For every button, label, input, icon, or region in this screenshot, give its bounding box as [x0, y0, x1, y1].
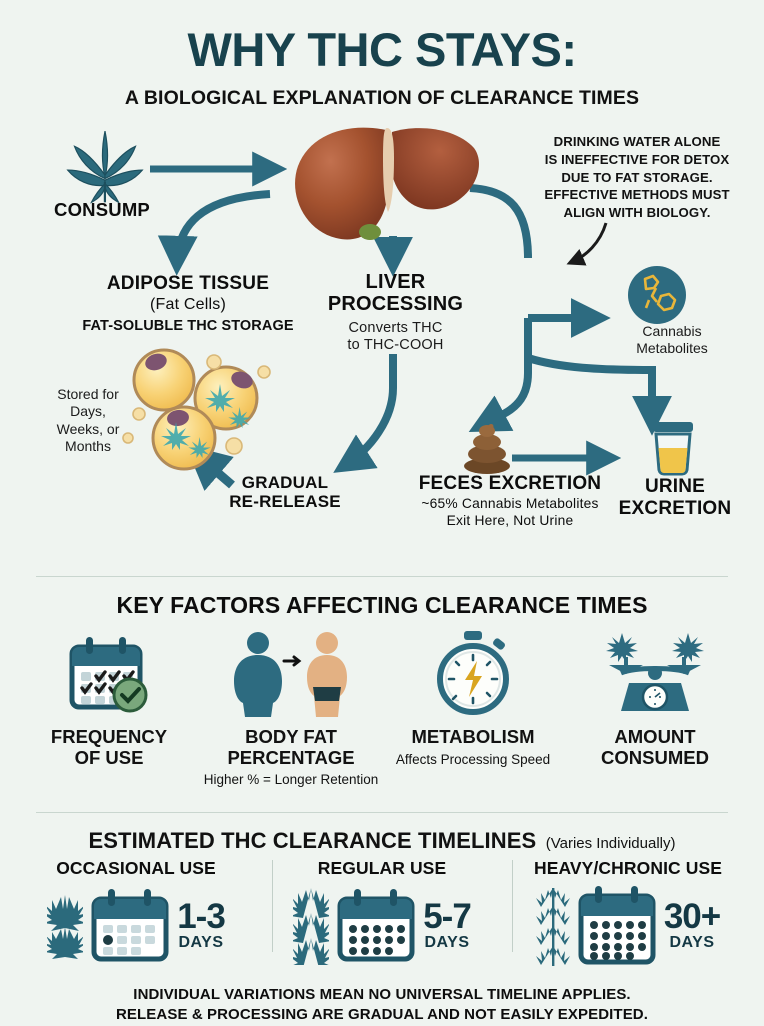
feces-icon [460, 416, 514, 479]
note-line1: DRINKING WATER ALONE [553, 133, 721, 149]
note-line2: IS INEFFECTIVE FOR DETOX [544, 151, 730, 167]
timeline-value: 30+ [663, 897, 721, 937]
adipose-tissue-block: ADIPOSE TISSUE (Fat Cells) FAT-SOLUBLE T… [48, 273, 328, 334]
body-fat-comparison-icon [200, 625, 382, 717]
feces-sub-line1: ~65% Cannabis Metabolites [421, 496, 599, 512]
timeline-heading: OCCASIONAL USE [56, 858, 216, 878]
cannabis-leaf-icon [62, 126, 148, 209]
molecule-icon [627, 265, 687, 330]
timeline-value: 1-3 [177, 897, 226, 937]
liver-sub-line1: Converts THC [348, 319, 443, 336]
footer-note: INDIVIDUAL VARIATIONS MEAN NO UNIVERSAL … [0, 985, 764, 1026]
cannabis-leaf-icon [293, 888, 330, 965]
liver-title-line1: LIVER [365, 270, 426, 293]
fat-cells-illustration [122, 346, 286, 479]
divider-bottom [36, 812, 728, 813]
factor-sub: Affects Processing Speed [395, 751, 551, 767]
calendar-icon [337, 889, 415, 962]
factor-frequency-of-use: FREQUENCY OF USE [18, 625, 200, 768]
liver-organ-illustration [288, 118, 488, 253]
stored-duration-label: Stored for Days, Weeks, or Months [40, 386, 136, 456]
factor-name-line2: PERCENTAGE [227, 746, 355, 768]
liver-title-line2: PROCESSING [327, 292, 464, 315]
factor-name-line2: CONSUMED [601, 746, 709, 768]
stopwatch-bolt-icon [382, 625, 564, 717]
stored-line3: Weeks, or [56, 420, 120, 437]
page-title: WHY THC STAYS: [187, 23, 577, 76]
timelines-header: ESTIMATED THC CLEARANCE TIMELINES (Varie… [0, 828, 764, 854]
timeline-unit: DAYS [424, 933, 470, 951]
calendar-check-icon [18, 625, 200, 717]
page-header: WHY THC STAYS: A BIOLOGICAL EXPLANATION … [0, 0, 764, 110]
factor-body-fat-percentage: BODY FAT PERCENTAGE Higher % = Longer Re… [200, 625, 382, 789]
timeline-body: 1-3 DAYS [20, 887, 252, 965]
factor-metabolism: METABOLISM Affects Processing Speed [382, 625, 564, 768]
stored-line2: Days, [70, 403, 106, 420]
timeline-separator-2 [512, 860, 513, 952]
cannabis-leaf-icon [535, 888, 570, 966]
factor-name-line1: BODY FAT [245, 726, 337, 747]
factor-name-line1: AMOUNT [614, 726, 696, 747]
gradual-line1: GRADUAL [241, 472, 329, 492]
timeline-heading: REGULAR USE [317, 858, 447, 878]
divider-top [36, 576, 728, 577]
factor-name-line2: OF USE [74, 746, 144, 768]
timeline-occasional-use: OCCASIONAL USE [20, 858, 252, 965]
timelines-row: OCCASIONAL USE [20, 858, 744, 966]
liver-sub-line2: to THC-COOH [347, 337, 444, 354]
timeline-heading: HEAVY/CHRONIC USE [533, 858, 723, 878]
calendar-icon [578, 886, 656, 965]
timelines-title: ESTIMATED THC CLEARANCE TIMELINES [88, 828, 537, 853]
note-line4: EFFECTIVE METHODS MUST [544, 187, 730, 203]
page-subtitle: A BIOLOGICAL EXPLANATION OF CLEARANCE TI… [124, 86, 640, 109]
factor-sub: Higher % = Longer Retention [203, 772, 379, 788]
adipose-title: ADIPOSE TISSUE [106, 272, 270, 294]
timeline-separator-1 [272, 860, 273, 952]
feces-excretion-block: FECES EXCRETION ~65% Cannabis Metabolite… [400, 473, 620, 530]
key-factors-title: KEY FACTORS AFFECTING CLEARANCE TIMES [116, 592, 648, 618]
feces-title: FECES EXCRETION [418, 472, 602, 494]
gradual-line2: RE-RELEASE [229, 491, 341, 511]
note-line3: DUE TO FAT STORAGE. [561, 169, 713, 185]
metabolites-line2: Metabolites [636, 339, 708, 356]
metabolites-line1: Cannabis [642, 322, 702, 339]
urine-sample-cup-icon [645, 418, 701, 481]
timeline-unit: DAYS [178, 933, 224, 951]
key-factors-row: FREQUENCY OF USE BODY FAT [18, 625, 746, 789]
biology-flow-diagram: CONSUMP LIVER P [0, 118, 764, 548]
calendar-icon [91, 889, 169, 962]
adipose-sub: (Fat Cells) [150, 296, 226, 314]
cannabis-leaf-icon [47, 895, 84, 959]
balance-scale-icon [564, 625, 746, 717]
urine-title-line2: EXCRETION [618, 497, 732, 519]
flow-arrows [150, 151, 672, 491]
gradual-release-label: GRADUAL RE-RELEASE [210, 473, 360, 511]
urine-excretion-block: URINE EXCRETION [600, 476, 750, 520]
stored-line4: Months [65, 438, 111, 455]
factor-name-line1: METABOLISM [411, 726, 535, 747]
factor-name-line1: FREQUENCY [50, 726, 168, 747]
metabolites-label: Cannabis Metabolites [612, 323, 732, 357]
timeline-regular-use: REGULAR USE [266, 858, 498, 965]
timeline-unit: DAYS [669, 933, 715, 951]
timelines-note: (Varies Individually) [545, 835, 676, 852]
water-detox-note: DRINKING WATER ALONE IS INEFFECTIVE FOR … [524, 133, 750, 222]
timeline-heavy-chronic-use: HEAVY/CHRONIC USE [512, 858, 744, 966]
factor-amount-consumed: AMOUNT CONSUMED [564, 625, 746, 768]
liver-processing-block: LIVER PROCESSING Converts THC to THC-COO… [308, 271, 483, 355]
footer-line2: RELEASE & PROCESSING ARE GRADUAL AND NOT… [116, 1006, 648, 1024]
timeline-body: 5-7 DAYS [266, 887, 498, 965]
stored-line1: Stored for [57, 385, 119, 402]
feces-sub-line2: Exit Here, Not Urine [446, 513, 574, 529]
footer-line1: INDIVIDUAL VARIATIONS MEAN NO UNIVERSAL … [133, 986, 631, 1003]
consumption-label: CONSUMP [54, 198, 150, 220]
urine-title-line1: URINE [644, 475, 706, 497]
timeline-value: 5-7 [423, 897, 472, 937]
timeline-body: 30+ DAYS [512, 886, 744, 966]
adipose-caption: FAT-SOLUBLE THC STORAGE [82, 318, 294, 335]
note-line5: ALIGN WITH BIOLOGY. [563, 205, 711, 221]
